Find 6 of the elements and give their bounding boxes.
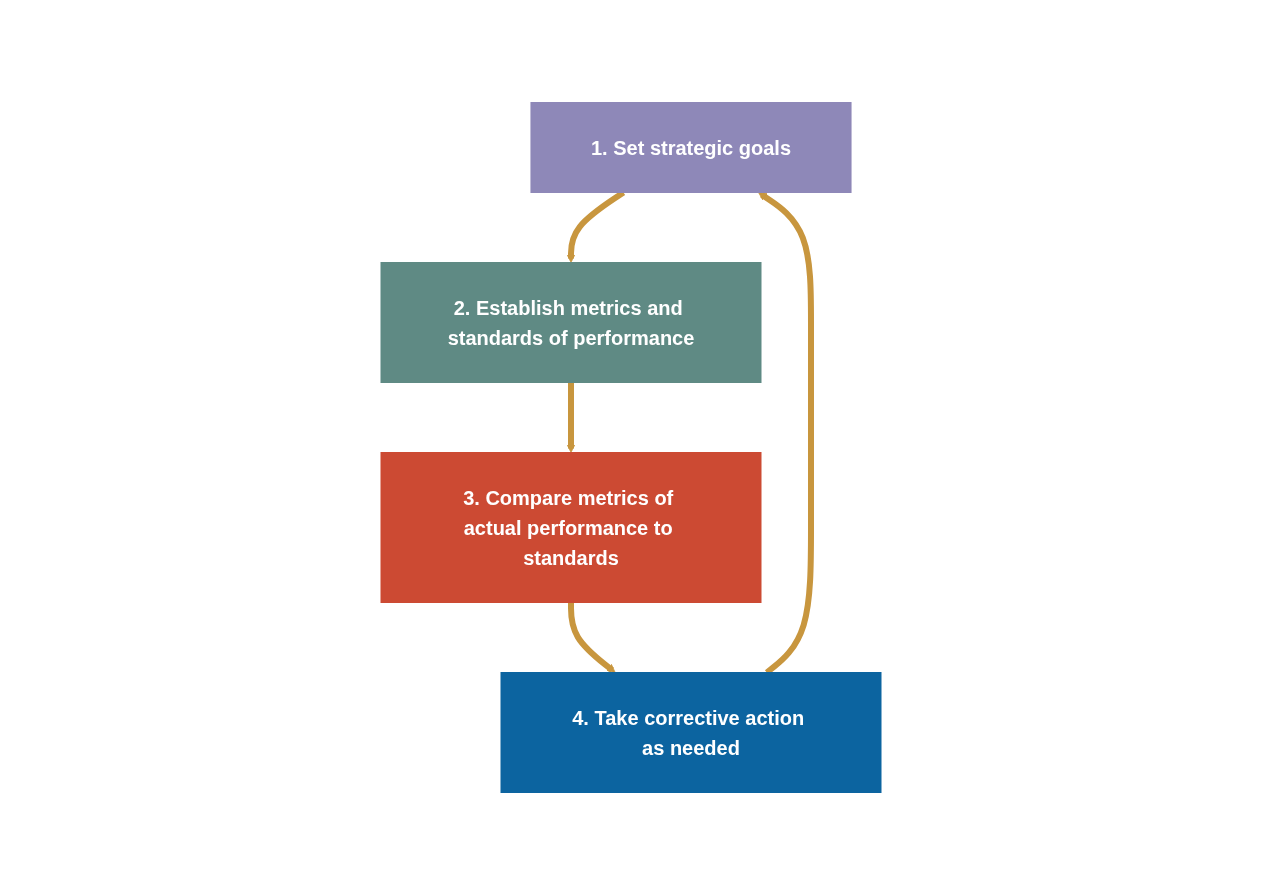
node-box: 3. Compare metrics of actual performance to standards [380,452,762,603]
arrow [568,602,616,673]
arrow [566,382,576,453]
node-box: 4. Take corrective action as needed [500,672,882,793]
node-box: 1. Set strategic goals [530,102,852,193]
node-box: 2. Establish metrics and standards of performance [380,262,762,383]
